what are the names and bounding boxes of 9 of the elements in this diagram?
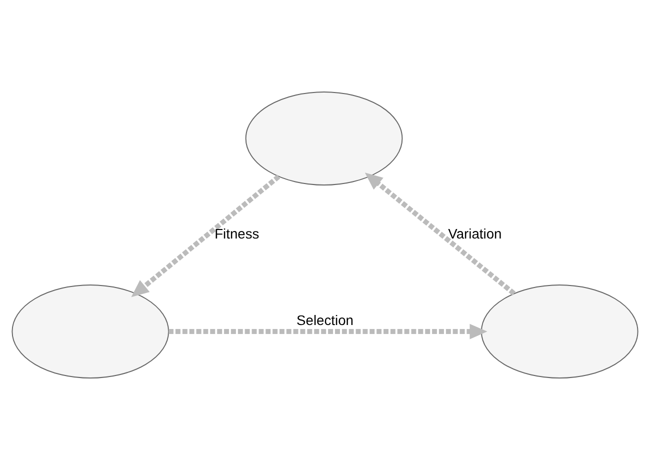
edge-label: Fitness [214,225,260,242]
node-ellipse [480,284,638,378]
arrow [364,172,516,295]
arrow [131,174,280,297]
node-ellipse [245,90,403,185]
arrow [168,323,488,339]
edge-label: Selection [296,311,354,328]
node-ellipse [12,284,170,378]
edge-label: Variation [448,225,502,242]
